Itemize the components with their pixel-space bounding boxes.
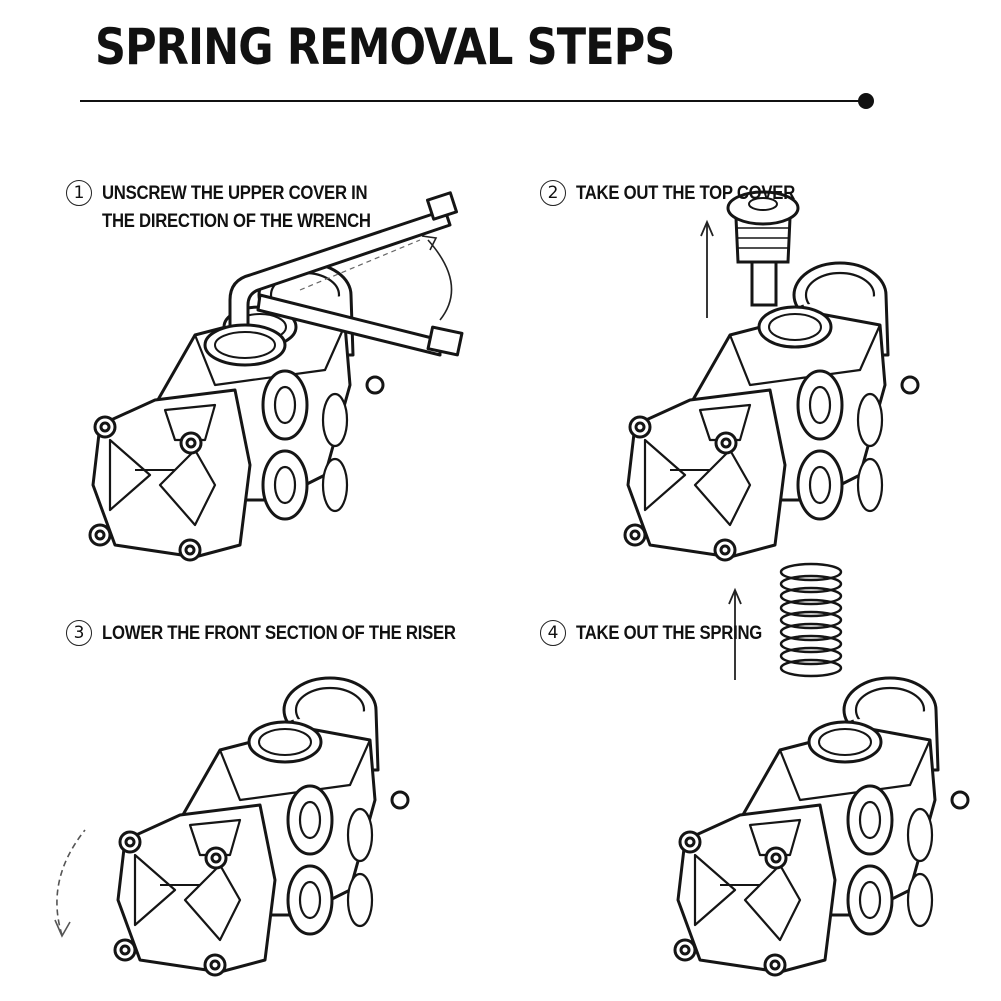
step-caption-line: TAKE OUT THE SPRING [576,623,763,644]
spring-icon [779,562,843,678]
top-cover-icon [726,190,800,307]
up-arrow-icon [728,587,742,680]
divider-dot [858,93,874,109]
step-3: 3 LOWER THE FRONT SECTION OF THE RISER [66,620,504,648]
stem-icon [623,261,920,562]
step-caption-line: LOWER THE FRONT SECTION OF THE RISER [102,623,456,644]
step-1: 1 UNSCREW THE UPPER COVER IN THE DIRECTI… [66,180,407,236]
step-2: 2 TAKE OUT THE TOP COVER [540,180,825,208]
step-caption-line: THE DIRECTION OF THE WRENCH [102,211,371,232]
rotation-arrow-icon [56,829,86,936]
step-caption-line: UNSCREW THE UPPER COVER IN [102,183,368,204]
page-title: SPRING REMOVAL STEPS [95,18,675,76]
stem-icon [673,676,970,977]
step-caption-line: TAKE OUT THE TOP COVER [576,183,796,204]
step-number: 1 [66,180,92,206]
hex-wrench-icon [203,191,464,367]
up-arrow-icon [700,219,714,318]
step-number: 2 [540,180,566,206]
rotation-arrow-icon [427,239,453,321]
stem-icon [113,676,410,977]
step-number: 4 [540,620,566,646]
step-number: 3 [66,620,92,646]
step-4: 4 TAKE OUT THE SPRING [540,620,787,648]
